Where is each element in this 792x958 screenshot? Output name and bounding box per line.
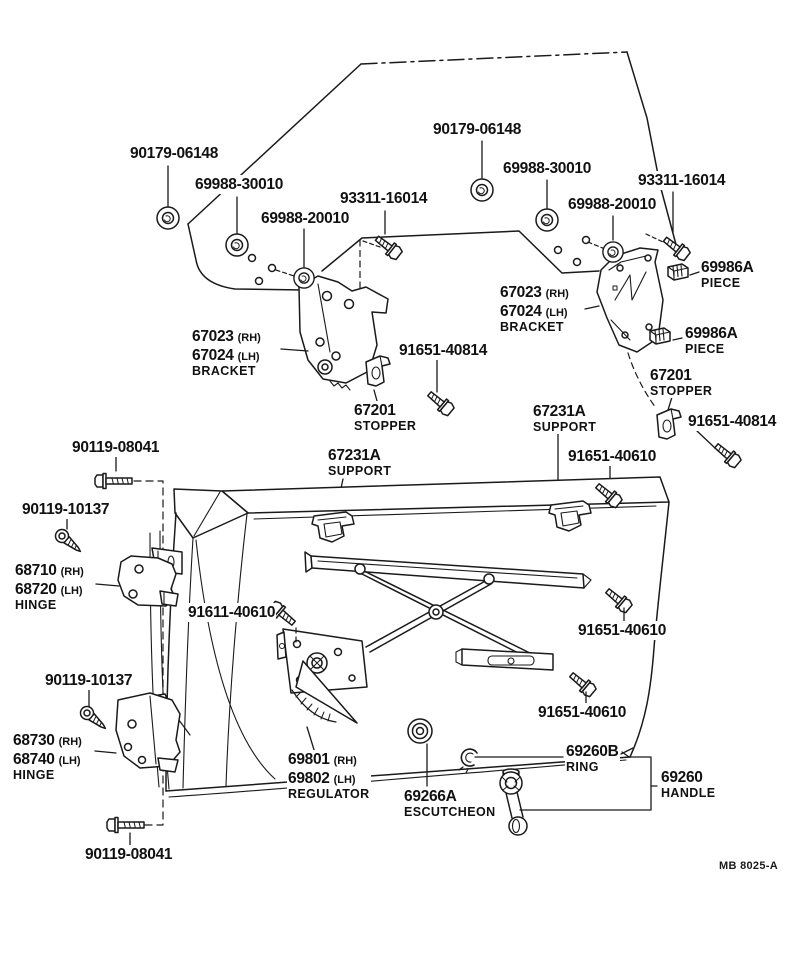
leader-lines-left [66,456,131,847]
support-left-part [311,511,355,543]
stopper-right-part [656,408,682,440]
part-label-90119-10137-top: 90119-10137 [21,500,111,519]
screw-90119-10137-bottom [77,703,111,735]
part-label-69988-30010-right: 69988-30010 [502,159,593,178]
regulator-leader [306,726,316,754]
part-label-91651-40610-low: 91651-40610 [537,703,628,722]
part-label-91651-40814-left: 91651-40814 [398,341,489,360]
handle-callout-bracket [519,747,658,811]
stopper-left-part [365,355,391,387]
escutcheon-part [407,718,433,787]
part-label-91651-40610-top: 91651-40610 [567,447,658,466]
part-label-91611-40610: 91611-40610 [187,603,277,622]
part-label-90179-06148-left: 90179-06148 [129,144,220,163]
support-right-part [548,500,592,532]
part-label-93311-16014-left: 93311-16014 [339,189,429,208]
handle-part [499,768,528,836]
figure-code: MB 8025-A [719,860,778,872]
regulator-part [276,551,592,724]
part-label-91651-40610-mid: 91651-40610 [577,621,668,640]
ring-part [458,748,564,774]
part-label-93311-16014-right: 93311-16014 [637,171,727,190]
part-label-hinge-upper: 68710(RH)68720(LH)HINGE [14,561,85,612]
bracket-right-part [596,247,664,353]
part-label-bracket-right: 67023(RH)67024(LH)BRACKET [499,283,570,334]
part-label-regulator: 69801(RH)69802(LH)REGULATOR [287,750,371,801]
part-label-69988-30010-left: 69988-30010 [194,175,285,194]
lower-hinge-part [115,692,191,773]
piece-top-part [667,263,689,281]
part-label-90119-08041-bottom: 90119-08041 [84,845,174,864]
part-label-91651-40814-right: 91651-40814 [687,412,778,431]
part-label-69988-20010-right: 69988-20010 [567,195,658,214]
part-label-69988-20010-left: 69988-20010 [260,209,351,228]
part-label-90119-08041-top: 90119-08041 [71,438,161,457]
bolt-90119-08041-bottom [106,816,145,834]
hinge-axis [133,480,164,826]
window-frame [187,51,679,301]
part-label-90119-10137-bottom: 90119-10137 [44,671,134,690]
part-label-90179-06148-right: 90179-06148 [432,120,523,139]
part-label-bracket-left: 67023(RH)67024(LH)BRACKET [191,327,262,378]
bracket-left-part [298,275,389,391]
part-label-hinge-lower: 68730(RH)68740(LH)HINGE [12,731,83,782]
bolt-90119-08041-top [94,472,133,490]
upper-hinge-part [117,547,183,607]
screw-90119-10137-top [52,526,86,558]
piece-bottom-part [649,327,671,345]
